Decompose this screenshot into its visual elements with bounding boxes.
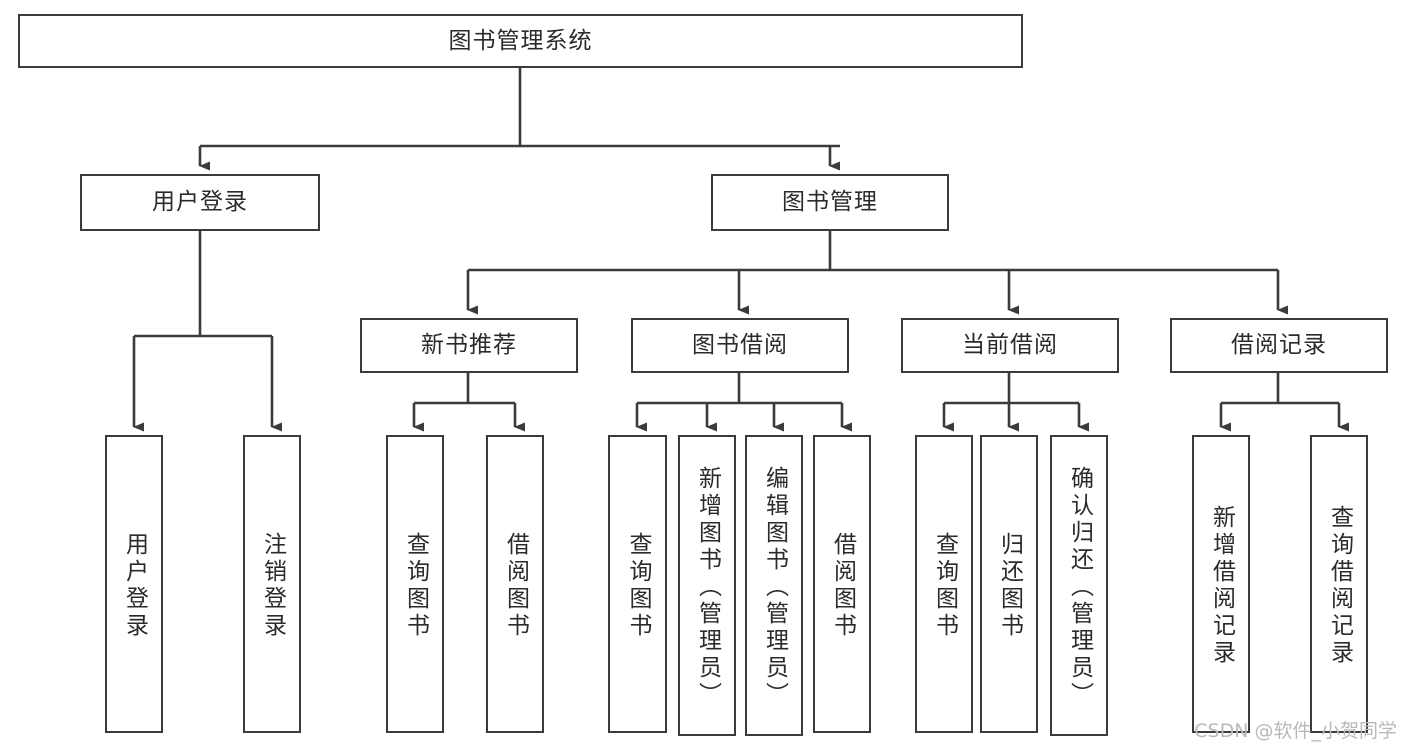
node-new-book-recommend-label: 新书推荐 (421, 332, 517, 359)
node-leaf-borrow-book-1[interactable]: 借阅图书 (486, 435, 544, 733)
node-leaf-add-record-label: 新增借阅记录 (1208, 505, 1235, 667)
node-leaf-edit-book[interactable]: 编辑图书（管理员） (745, 435, 803, 736)
node-user-login[interactable]: 用户登录 (80, 174, 320, 231)
node-leaf-add-record[interactable]: 新增借阅记录 (1192, 435, 1250, 733)
node-leaf-borrow-book-2-label: 借阅图书 (829, 532, 856, 640)
node-leaf-add-book-label: 新增图书（管理员） (694, 466, 721, 709)
node-leaf-return-book[interactable]: 归还图书 (980, 435, 1038, 733)
node-borrow-record[interactable]: 借阅记录 (1170, 318, 1388, 373)
node-book-borrow-label: 图书借阅 (692, 332, 788, 359)
node-leaf-borrow-book-1-label: 借阅图书 (502, 532, 529, 640)
node-leaf-confirm-return-label: 确认归还（管理员） (1066, 466, 1093, 709)
node-leaf-query-book-3[interactable]: 查询图书 (915, 435, 973, 733)
node-leaf-query-record[interactable]: 查询借阅记录 (1310, 435, 1368, 733)
node-user-login-label: 用户登录 (152, 189, 248, 216)
node-borrow-record-label: 借阅记录 (1231, 332, 1327, 359)
node-current-borrow[interactable]: 当前借阅 (901, 318, 1119, 373)
node-leaf-query-book-2[interactable]: 查询图书 (608, 435, 667, 733)
node-root[interactable]: 图书管理系统 (18, 14, 1023, 68)
node-leaf-query-record-label: 查询借阅记录 (1326, 505, 1353, 667)
node-leaf-query-book-1-label: 查询图书 (402, 532, 429, 640)
node-leaf-borrow-book-2[interactable]: 借阅图书 (813, 435, 871, 733)
node-leaf-confirm-return[interactable]: 确认归还（管理员） (1050, 435, 1108, 736)
node-current-borrow-label: 当前借阅 (962, 332, 1058, 359)
node-leaf-query-book-1[interactable]: 查询图书 (386, 435, 444, 733)
node-book-manage-label: 图书管理 (782, 189, 878, 216)
node-leaf-logout-label: 注销登录 (259, 532, 286, 640)
node-leaf-query-book-3-label: 查询图书 (931, 532, 958, 640)
node-root-label: 图书管理系统 (448, 27, 593, 54)
node-leaf-query-book-2-label: 查询图书 (625, 532, 651, 640)
node-book-manage[interactable]: 图书管理 (711, 174, 949, 231)
node-book-borrow[interactable]: 图书借阅 (631, 318, 849, 373)
node-new-book-recommend[interactable]: 新书推荐 (360, 318, 578, 373)
node-leaf-add-book[interactable]: 新增图书（管理员） (678, 435, 736, 736)
node-leaf-logout[interactable]: 注销登录 (243, 435, 301, 733)
node-leaf-user-login[interactable]: 用户登录 (105, 435, 163, 733)
node-leaf-edit-book-label: 编辑图书（管理员） (761, 466, 788, 709)
node-leaf-return-book-label: 归还图书 (996, 532, 1023, 640)
node-leaf-user-login-label: 用户登录 (121, 532, 148, 640)
